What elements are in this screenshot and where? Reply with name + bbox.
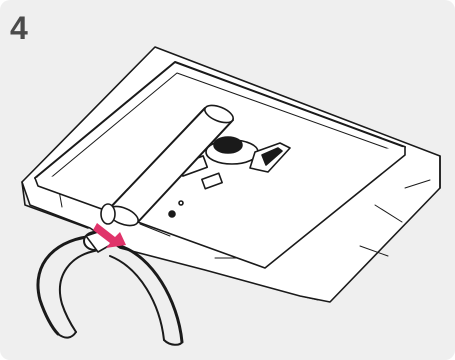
monitor-stand-illustration: [0, 0, 455, 360]
instruction-step-panel: 4: [0, 0, 455, 360]
